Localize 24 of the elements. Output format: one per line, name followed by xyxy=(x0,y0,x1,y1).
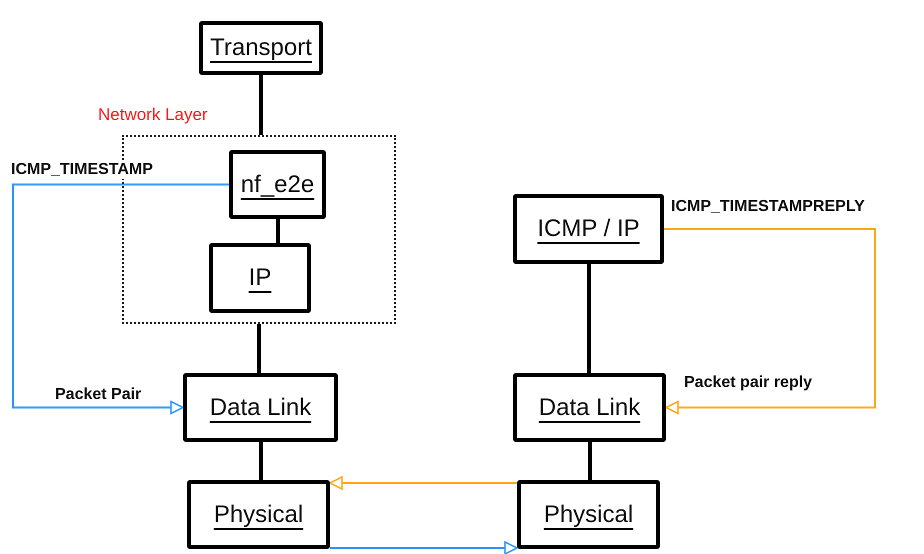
layer-name: Physical xyxy=(544,500,634,528)
layer-name: ICMP / IP xyxy=(537,215,640,243)
layer-box xyxy=(209,243,311,313)
connector-arrow xyxy=(329,476,517,490)
layer-name: nf_e2e xyxy=(240,170,314,198)
layer-name: Transport xyxy=(210,34,312,62)
signal-label: Packet pair reply xyxy=(683,374,814,392)
layer-box xyxy=(199,21,323,75)
edge-label: ICMP_TIMESTAMP xyxy=(10,161,154,179)
connector-arrow xyxy=(664,228,876,414)
group-heading: Network Layer xyxy=(98,105,208,125)
layer-box xyxy=(183,373,338,442)
layer-box xyxy=(517,480,660,549)
layer-box xyxy=(513,373,666,442)
layer-box xyxy=(187,480,330,549)
layer-box xyxy=(229,150,326,219)
layer-name: Data Link xyxy=(538,394,640,422)
edge-label: ICMP_TIMESTAMPREPLY xyxy=(670,198,866,216)
layer-name: IP xyxy=(248,264,272,292)
layer-name: Physical xyxy=(214,500,304,528)
layer-box xyxy=(513,194,664,264)
connector-arrow xyxy=(330,541,518,554)
layer-name: Data Link xyxy=(210,394,312,422)
connector-arrow xyxy=(12,184,229,414)
